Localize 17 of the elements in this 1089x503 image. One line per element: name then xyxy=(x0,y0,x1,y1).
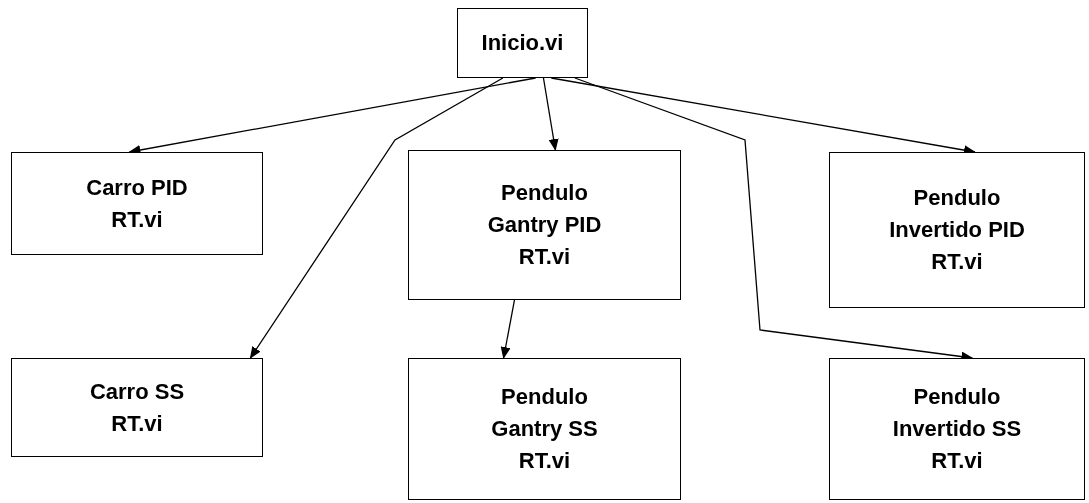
process-box xyxy=(11,152,263,255)
arrow xyxy=(500,299,516,359)
arrow xyxy=(542,77,559,151)
process-box xyxy=(457,8,588,78)
process-box xyxy=(829,358,1085,500)
box-label: Carro PID RT.vi xyxy=(85,173,189,234)
process-box xyxy=(11,358,263,457)
box-label: Carro SS RT.vi xyxy=(88,377,186,438)
arrow xyxy=(249,77,504,359)
box-label: Inicio.vi xyxy=(481,29,564,58)
box-label: Pendulo Invertido PID RT.vi xyxy=(888,184,1026,276)
process-box xyxy=(408,150,681,300)
process-box xyxy=(829,152,1085,308)
box-label: Pendulo Gantry SS RT.vi xyxy=(490,383,599,475)
process-box xyxy=(408,358,681,500)
box-label: Pendulo Invertido SS RT.vi xyxy=(891,383,1023,475)
box-label: Pendulo Gantry PID RT.vi xyxy=(486,179,603,271)
